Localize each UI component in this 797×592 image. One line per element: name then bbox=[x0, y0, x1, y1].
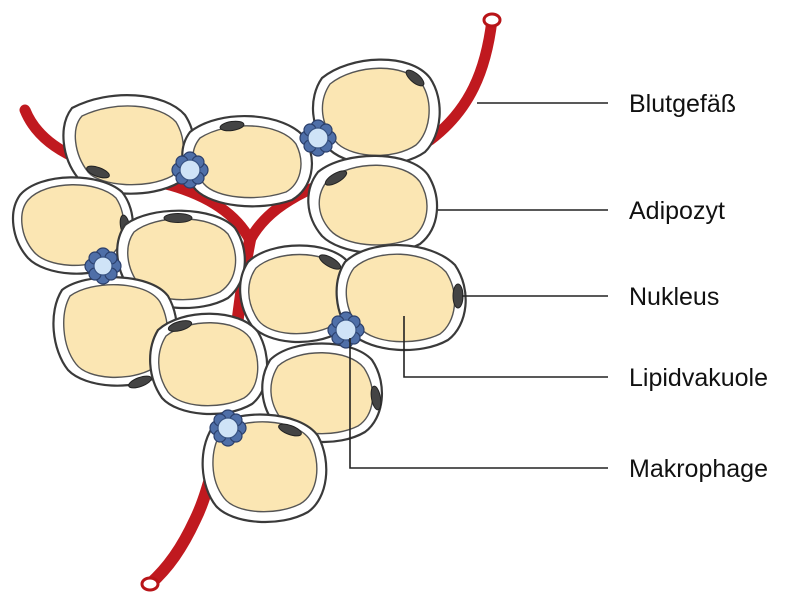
macrophage bbox=[300, 120, 336, 156]
adipocyte bbox=[150, 314, 267, 414]
nucleus bbox=[164, 214, 192, 223]
label-adipocyte: Adipozyt bbox=[629, 197, 725, 225]
vessel-end-top bbox=[484, 14, 500, 26]
lipid-vacuole bbox=[159, 323, 258, 406]
macrophage bbox=[172, 152, 208, 188]
adipocyte bbox=[308, 156, 437, 253]
vessel-end-bottom bbox=[142, 578, 158, 590]
label-macrophage: Makrophage bbox=[629, 455, 768, 483]
labels: Blutgefäß Adipozyt Nukleus Lipidvakuole … bbox=[629, 90, 768, 483]
macrophage bbox=[328, 312, 364, 348]
macrophage bbox=[85, 248, 121, 284]
lipid-vacuole bbox=[193, 126, 301, 198]
adipocyte bbox=[313, 60, 440, 165]
label-lipid-vacuole: Lipidvakuole bbox=[629, 364, 768, 392]
label-blood-vessel: Blutgefäß bbox=[629, 90, 736, 118]
nucleus bbox=[453, 284, 463, 308]
leader-macrophage bbox=[350, 338, 608, 468]
adipocytes bbox=[13, 60, 466, 522]
label-nucleus: Nukleus bbox=[629, 283, 719, 311]
macrophage bbox=[210, 410, 246, 446]
